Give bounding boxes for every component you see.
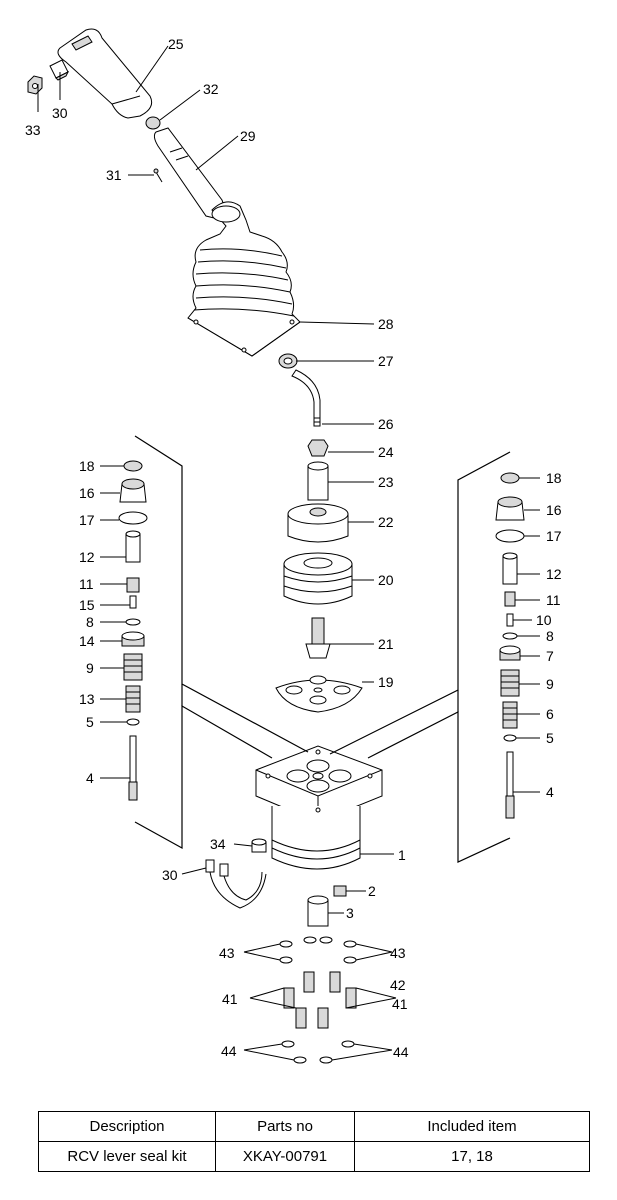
callout-27: 27 xyxy=(378,353,394,369)
plug-2 xyxy=(333,885,347,897)
callout-20: 20 xyxy=(378,572,394,588)
leader-lines xyxy=(37,45,540,914)
callout-4-left: 4 xyxy=(86,770,94,786)
callout-14: 14 xyxy=(79,633,95,649)
callout-13: 13 xyxy=(79,691,95,707)
joint-21 xyxy=(305,617,331,659)
callout-22: 22 xyxy=(378,514,394,530)
callout-8-left: 8 xyxy=(86,614,94,630)
cell-parts-no: XKAY-00791 xyxy=(215,1141,355,1172)
callout-17-right: 17 xyxy=(546,528,562,544)
callout-12-right: 12 xyxy=(546,566,562,582)
callout-43-right: 43 xyxy=(390,945,406,961)
callout-41-right: 41 xyxy=(392,996,408,1012)
collar-32 xyxy=(145,116,161,130)
callout-11-right: 11 xyxy=(546,592,561,608)
callout-23: 23 xyxy=(378,474,394,490)
callout-26: 26 xyxy=(378,416,394,432)
callout-44-left: 44 xyxy=(221,1043,237,1059)
plate-22 xyxy=(287,503,349,543)
callout-42: 42 xyxy=(390,977,406,993)
parts-kit-table: Description Parts no Included item RCV l… xyxy=(38,1111,590,1172)
nut-24 xyxy=(307,439,329,457)
callout-16-right: 16 xyxy=(546,502,562,518)
left-column-parts xyxy=(118,460,148,801)
table-header-row: Description Parts no Included item xyxy=(38,1111,590,1142)
callout-7: 7 xyxy=(546,648,554,664)
callout-17-left: 17 xyxy=(79,512,95,528)
callout-30-top: 30 xyxy=(52,105,68,121)
callout-24: 24 xyxy=(378,444,394,460)
bracket-outline-left xyxy=(134,435,309,850)
callout-5-right: 5 xyxy=(546,730,554,746)
table-row: RCV lever seal kit XKAY-00791 17, 18 xyxy=(38,1141,590,1172)
callout-43-left: 43 xyxy=(219,945,235,961)
header-parts-no: Parts no xyxy=(215,1111,355,1142)
callout-1: 1 xyxy=(398,847,406,863)
spacer-3 xyxy=(307,895,329,927)
callout-8-right: 8 xyxy=(546,628,554,644)
fittings-42 xyxy=(249,971,397,1029)
callout-2: 2 xyxy=(368,883,376,899)
callout-31: 31 xyxy=(106,167,122,183)
rod-26 xyxy=(291,369,321,427)
callout-19: 19 xyxy=(378,674,394,690)
callout-4-right: 4 xyxy=(546,784,554,800)
exploded-parts-diagram: 25 33 30 32 29 31 28 27 26 24 23 22 20 2… xyxy=(25,28,562,1064)
callout-25: 25 xyxy=(168,36,184,52)
callout-33: 33 xyxy=(25,122,41,138)
callout-44-right: 44 xyxy=(393,1044,409,1060)
lever-shaft-29 xyxy=(153,127,225,219)
nut-33 xyxy=(27,75,43,95)
harness-30 xyxy=(205,859,267,909)
callout-9-right: 9 xyxy=(546,676,554,692)
header-description: Description xyxy=(38,1111,216,1142)
callout-18-right: 18 xyxy=(546,470,562,486)
plug-34 xyxy=(251,838,267,853)
orings-44 xyxy=(243,1040,393,1064)
bracket-outline-right xyxy=(329,451,511,863)
callout-18-left: 18 xyxy=(79,458,95,474)
disc-20 xyxy=(283,552,353,605)
callout-labels: 25 33 30 32 29 31 28 27 26 24 23 22 20 2… xyxy=(25,36,562,1060)
bushing-23 xyxy=(307,461,329,501)
header-included-item: Included item xyxy=(354,1111,590,1142)
nut-27 xyxy=(278,353,298,369)
callout-30-bottom: 30 xyxy=(162,867,178,883)
pin-31 xyxy=(153,168,163,183)
right-column-parts xyxy=(495,472,525,819)
callout-28: 28 xyxy=(378,316,394,332)
callout-5-left: 5 xyxy=(86,714,94,730)
callout-41-left: 41 xyxy=(222,991,238,1007)
cell-description: RCV lever seal kit xyxy=(38,1141,216,1172)
callout-16-left: 16 xyxy=(79,485,95,501)
callout-6: 6 xyxy=(546,706,554,722)
callout-9-left: 9 xyxy=(86,660,94,676)
callout-3: 3 xyxy=(346,905,354,921)
cell-included-item: 17, 18 xyxy=(354,1141,590,1172)
rubber-boot-28 xyxy=(187,201,301,357)
callout-29: 29 xyxy=(240,128,256,144)
plate-19 xyxy=(275,675,363,713)
orings-43 xyxy=(243,936,393,964)
lever-grip-25 xyxy=(57,28,153,119)
callout-15: 15 xyxy=(79,597,95,613)
callout-11-left: 11 xyxy=(79,576,94,592)
callout-34: 34 xyxy=(210,836,226,852)
callout-32: 32 xyxy=(203,81,219,97)
cap-30 xyxy=(49,59,70,81)
callout-21: 21 xyxy=(378,636,394,652)
callout-12-left: 12 xyxy=(79,549,95,565)
valve-body-1 xyxy=(255,745,383,870)
callout-10: 10 xyxy=(536,612,552,628)
